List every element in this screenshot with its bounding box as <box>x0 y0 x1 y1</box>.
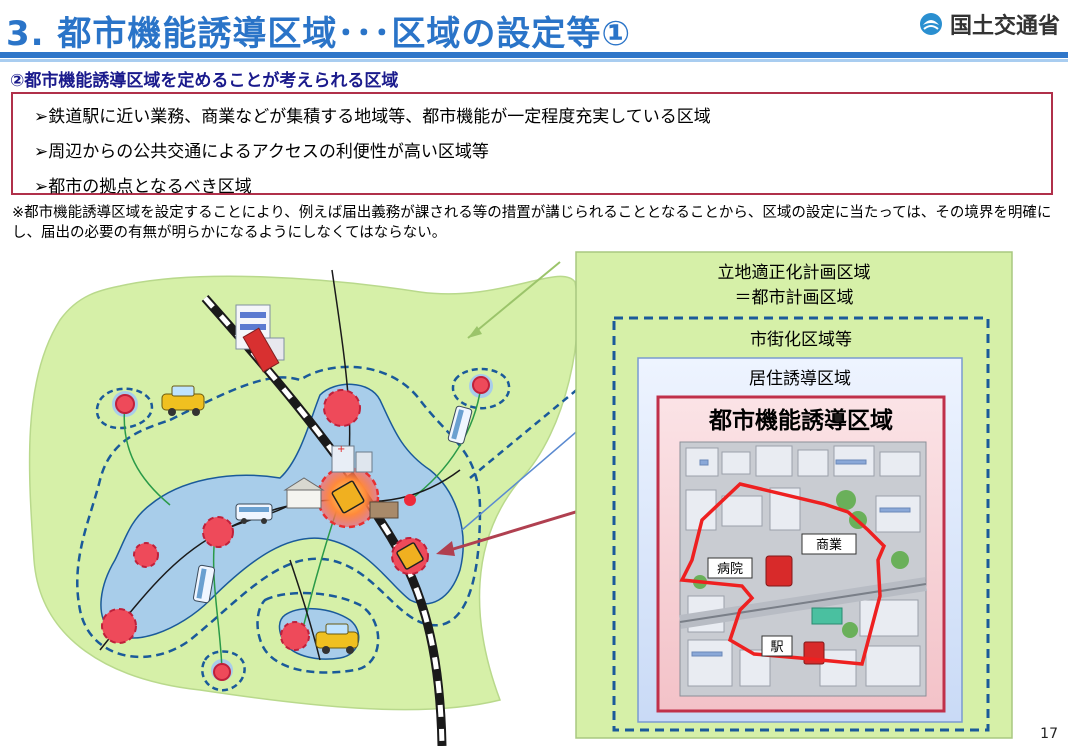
taxi-icon <box>161 385 205 416</box>
page-number: 17 <box>1040 726 1058 742</box>
note-text: ※都市機能誘導区域を設定することにより、例えば届出義務が課される等の措置が講じら… <box>12 205 1052 241</box>
zone-panels: 立地適正化計画区域 ＝都市計画区域 市街化区域等 居住誘導区域 都市機能誘導区域 <box>575 251 1013 739</box>
urbanization-outline <box>76 365 482 659</box>
bullet-item: ➢鉄道駅に近い業務、商業などが集積する地域等、都市機能が一定程度充実している区域 <box>34 107 711 127</box>
urban-function-area-label: 都市機能誘導区域 <box>708 407 893 434</box>
page-title: 3. 都市機能誘導区域･･･区域の設定等① <box>6 14 632 54</box>
bullet-item: ➢都市の拠点となるべき区域 <box>34 177 252 197</box>
ministry-name: 国土交通省 <box>949 14 1060 39</box>
bullet-box <box>11 92 1053 195</box>
commerce-label: 商業 <box>816 537 842 553</box>
planning-area-label-2: ＝都市計画区域 <box>735 288 854 308</box>
planning-area-label-1: 立地適正化計画区域 <box>718 263 871 283</box>
title-rule-light <box>0 59 1068 62</box>
urbanization-area-label: 市街化区域等 <box>750 330 852 350</box>
section-heading: ②都市機能誘導区域を定めることが考えられる区域 <box>10 71 399 91</box>
buildings-cluster: + <box>283 444 399 519</box>
train-building-illustration <box>235 304 285 373</box>
residential-area-label: 居住誘導区域 <box>749 369 851 389</box>
ministry-logo: 国土交通省 <box>918 8 1060 40</box>
mlit-logo-icon <box>919 13 942 35</box>
taxi-icon <box>315 623 359 654</box>
title-rule <box>0 52 1068 58</box>
pointer-line-outer <box>467 261 561 339</box>
bus-icon <box>447 405 473 445</box>
bus-icon <box>192 564 216 604</box>
station-marker <box>331 480 365 514</box>
station-marker-sub <box>396 542 424 570</box>
station-label: 駅 <box>770 640 783 655</box>
city-map: + <box>28 261 656 746</box>
hospital-label: 病院 <box>717 562 743 577</box>
city-illustration: 商業 病院 駅 <box>678 441 928 697</box>
bus-icon <box>235 503 273 524</box>
bullet-item: ➢周辺からの公共交通によるアクセスの利便性が高い区域等 <box>34 142 489 162</box>
svg-text:+: + <box>337 444 345 455</box>
urbanization-area-panel <box>612 316 990 732</box>
bus-icon <box>765 555 793 587</box>
